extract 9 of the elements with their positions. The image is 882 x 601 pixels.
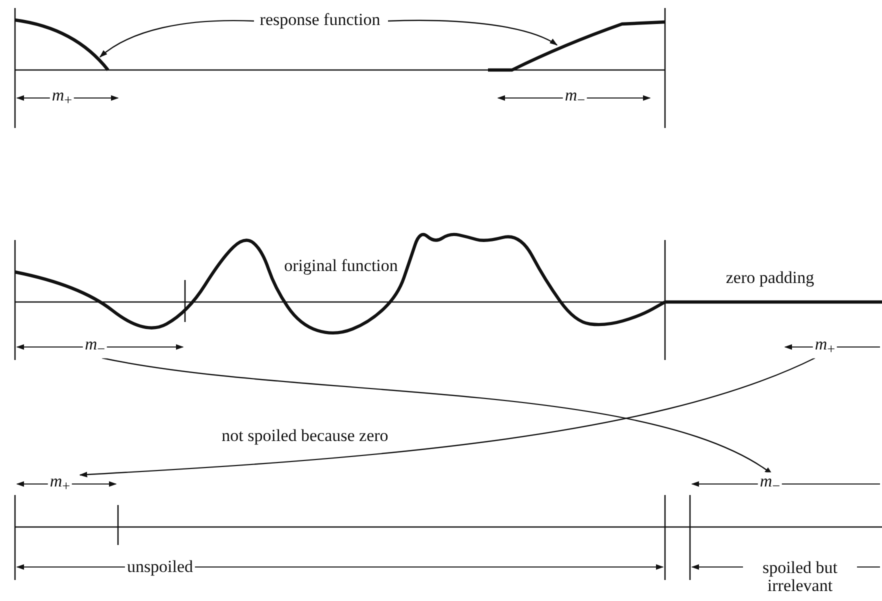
function-label: response function [258,11,382,29]
curved-arrow [99,20,254,58]
curved-arrow [388,20,558,46]
annotation-text: not spoiled because zero [220,427,390,445]
region-label: unspoiled [124,558,196,576]
function-label: original function [283,257,399,275]
response-curve [488,20,666,72]
region-label: zero padding [724,269,816,287]
response-curve [14,18,110,72]
